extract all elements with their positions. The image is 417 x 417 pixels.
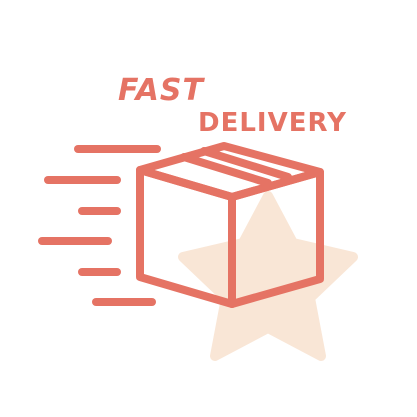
logo-word-delivery: DELIVERY: [198, 108, 347, 138]
logo-word-fast: FAST: [118, 73, 205, 108]
box-tape: [180, 153, 272, 187]
star-icon: [178, 191, 358, 361]
box-top-face: [136, 142, 324, 201]
speed-lines-icon: [38, 145, 161, 306]
box-tape: [200, 147, 292, 181]
package-box-icon: [136, 142, 324, 308]
